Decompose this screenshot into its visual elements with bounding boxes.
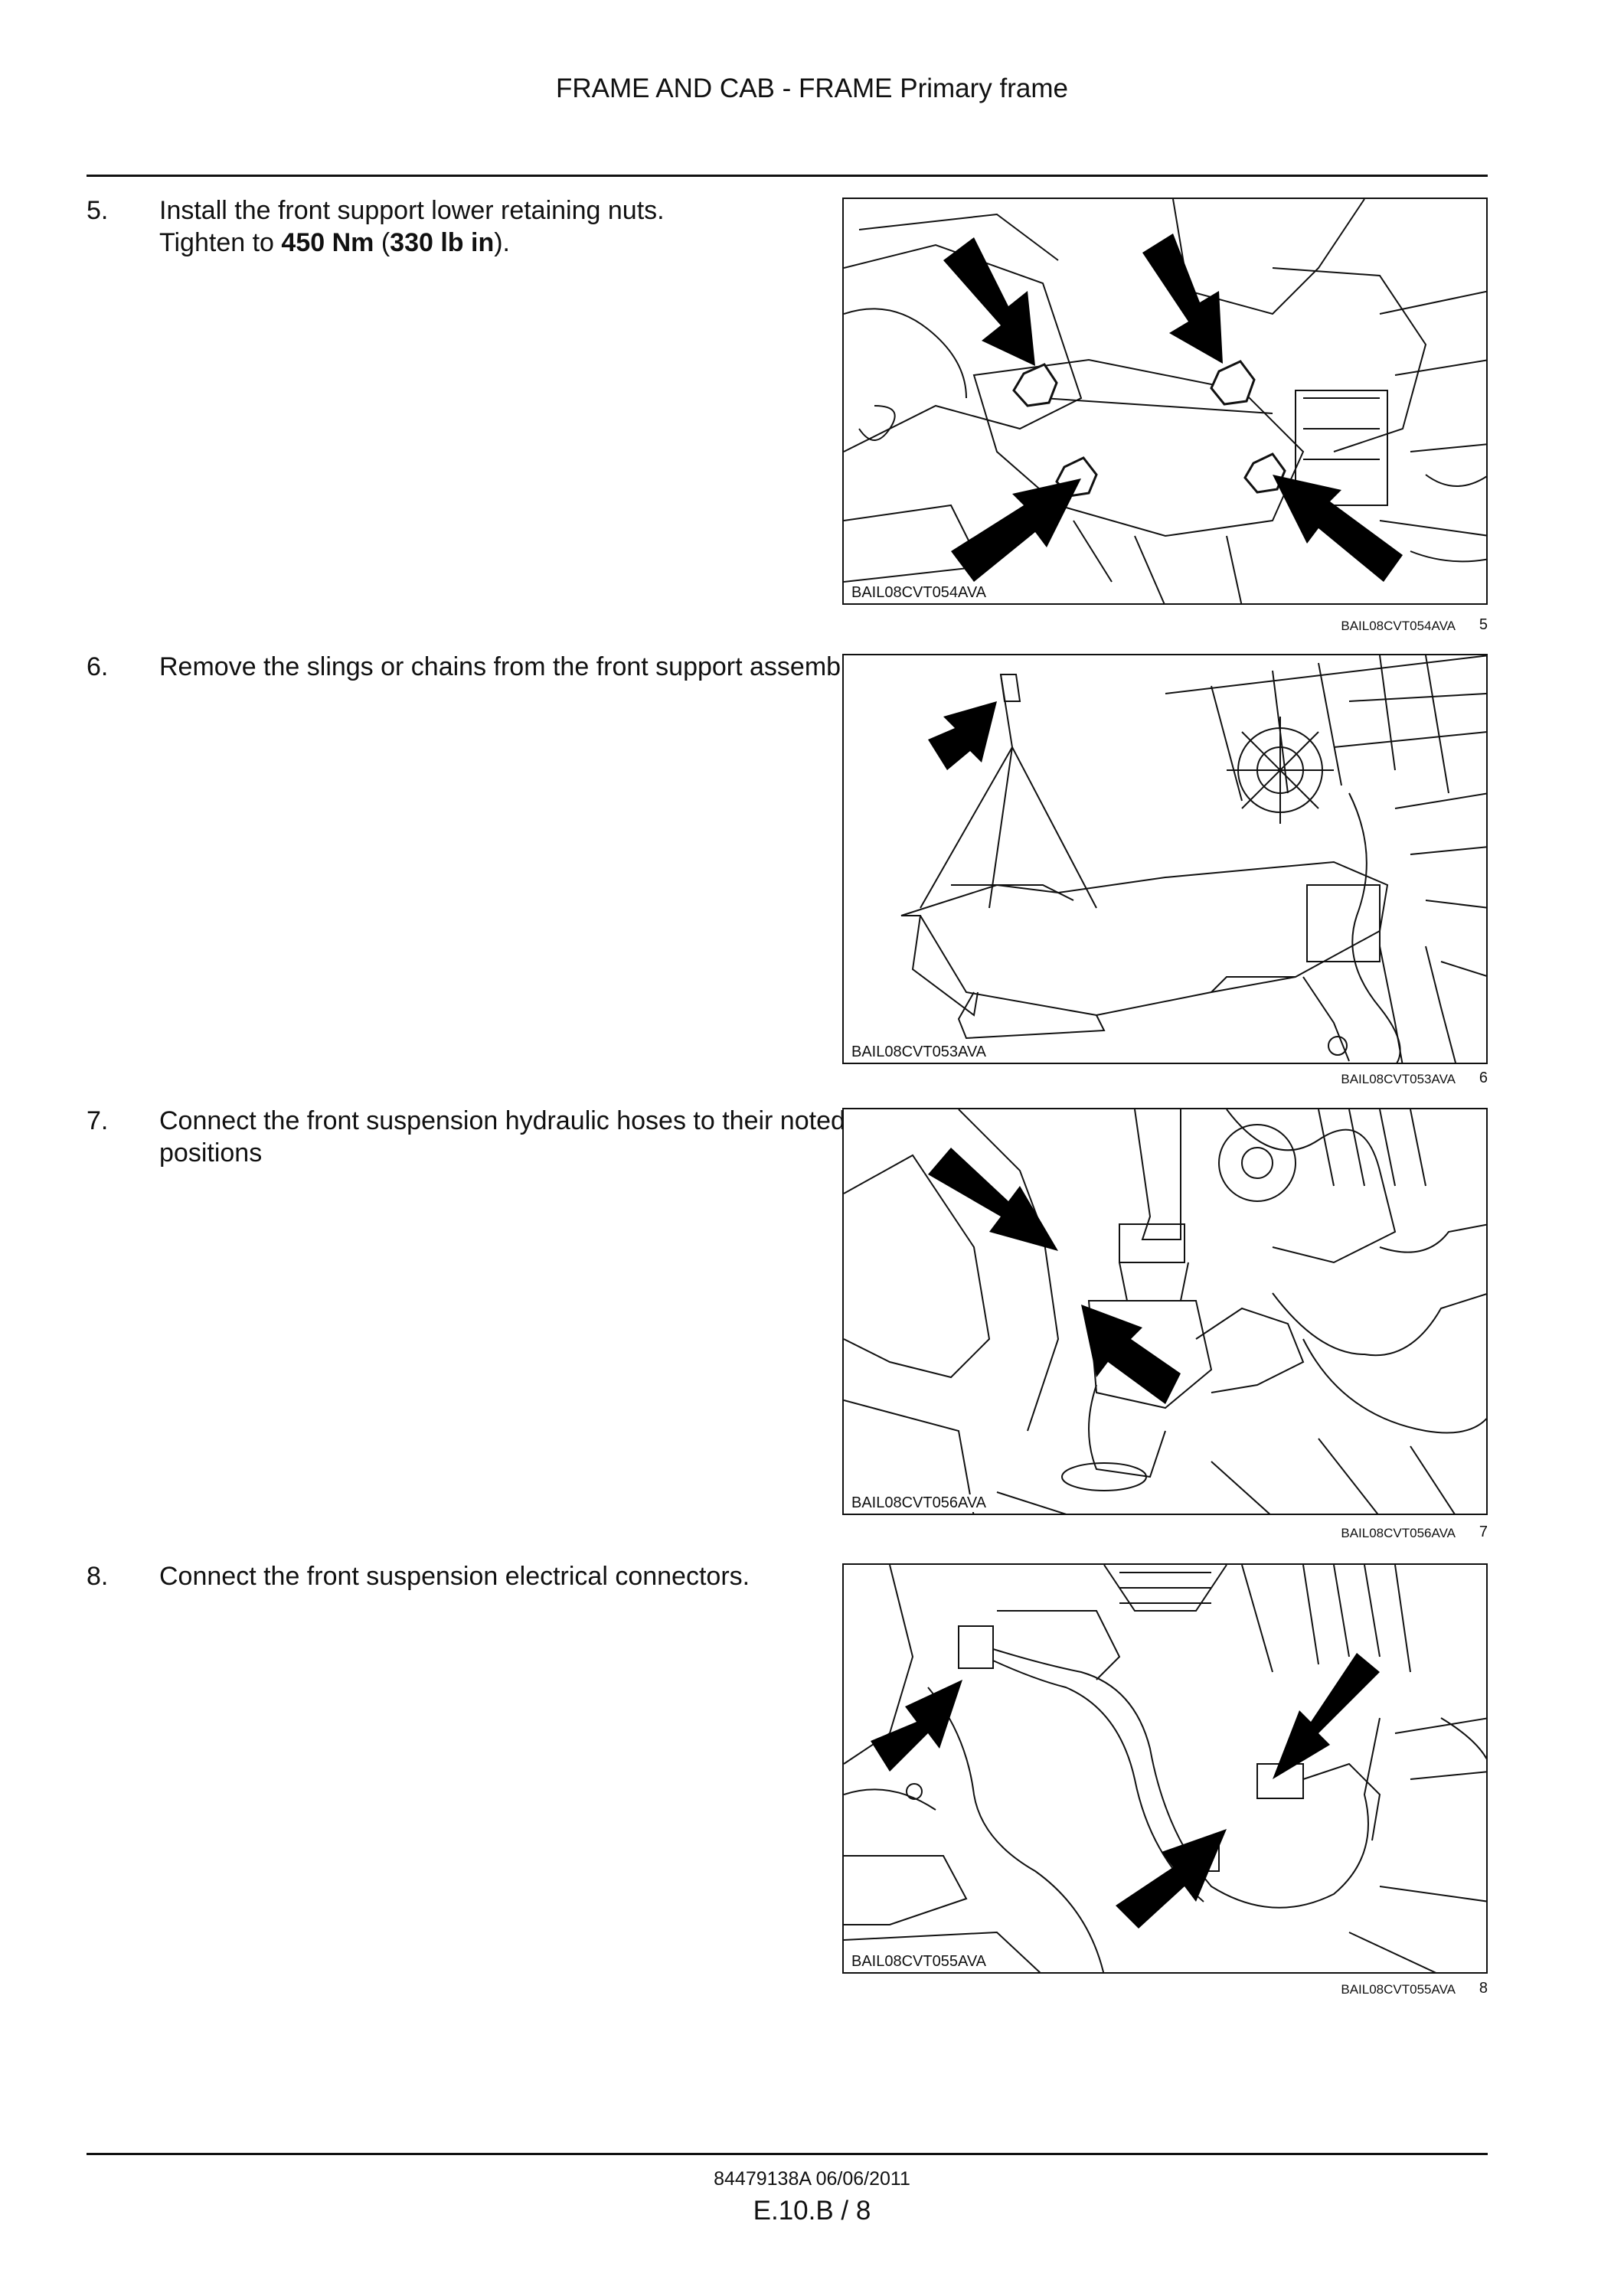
step-number: 6. (87, 652, 109, 681)
torque-value-nm: 450 Nm (281, 228, 374, 257)
step-number: 8. (87, 1562, 109, 1591)
figure-number: 7 (1479, 1524, 1488, 1540)
step-text-line-1: Install the front support lower retainin… (159, 196, 665, 225)
pointer-arrow-icon (928, 1148, 1181, 1404)
step-number: 5. (87, 196, 109, 225)
figure-7-drawing (844, 1109, 1486, 1514)
footer-page-number: E.10.B / 8 (753, 2196, 871, 2226)
footer-doc-code: 84479138A 06/06/2011 (714, 2168, 910, 2190)
torque-value-lbin: 330 lb in (390, 228, 495, 257)
step-text: Connect the front suspension electrical … (159, 1562, 750, 1591)
step-8: 8. Connect the front suspension electric… (87, 1560, 791, 1599)
pointer-arrow-icon (943, 234, 1403, 582)
figure-code-label: BAIL08CVT055AVA (848, 1953, 990, 1971)
figure-5: BAIL08CVT054AVA (842, 198, 1488, 605)
figure-8-drawing (844, 1565, 1486, 1972)
footer-rule (87, 2153, 1488, 2155)
pointer-arrow-icon (871, 1653, 1380, 1929)
figure-6-caption: BAIL08CVT053AVA 6 (842, 1070, 1488, 1090)
step-number: 7. (87, 1106, 109, 1135)
caption-code: BAIL08CVT055AVA (1341, 1982, 1456, 1997)
header-rule (87, 175, 1488, 177)
step-text: Connect the front suspension hydraulic h… (159, 1106, 845, 1168)
figure-8: BAIL08CVT055AVA (842, 1563, 1488, 1974)
figure-7: BAIL08CVT056AVA (842, 1108, 1488, 1515)
page-header-title: FRAME AND CAB - FRAME Primary frame (556, 73, 1068, 103)
figure-6: BAIL08CVT053AVA (842, 654, 1488, 1064)
figure-code-label: BAIL08CVT053AVA (848, 1043, 990, 1061)
caption-code: BAIL08CVT053AVA (1341, 1072, 1456, 1086)
figure-number: 5 (1479, 616, 1488, 633)
step-text: Remove the slings or chains from the fro… (159, 652, 865, 681)
figure-number: 6 (1479, 1070, 1488, 1086)
pointer-arrow-icon (928, 701, 997, 770)
step-7: 7. Connect the front suspension hydrauli… (87, 1105, 845, 1174)
figure-number: 8 (1479, 1980, 1488, 1997)
figure-5-drawing (844, 199, 1486, 603)
step-text-tighten: Tighten to (159, 228, 282, 257)
caption-code: BAIL08CVT054AVA (1341, 619, 1456, 633)
figure-code-label: BAIL08CVT054AVA (848, 584, 990, 602)
figure-5-caption: BAIL08CVT054AVA 5 (842, 616, 1488, 637)
figure-code-label: BAIL08CVT056AVA (848, 1494, 990, 1512)
figure-6-drawing (900, 655, 1486, 1063)
step-6: 6. Remove the slings or chains from the … (87, 651, 865, 720)
step-5: 5. Install the front support lower retai… (87, 194, 791, 263)
caption-code: BAIL08CVT056AVA (1341, 1526, 1456, 1540)
figure-8-caption: BAIL08CVT055AVA 8 (842, 1980, 1488, 2000)
figure-7-caption: BAIL08CVT056AVA 7 (842, 1524, 1488, 1544)
